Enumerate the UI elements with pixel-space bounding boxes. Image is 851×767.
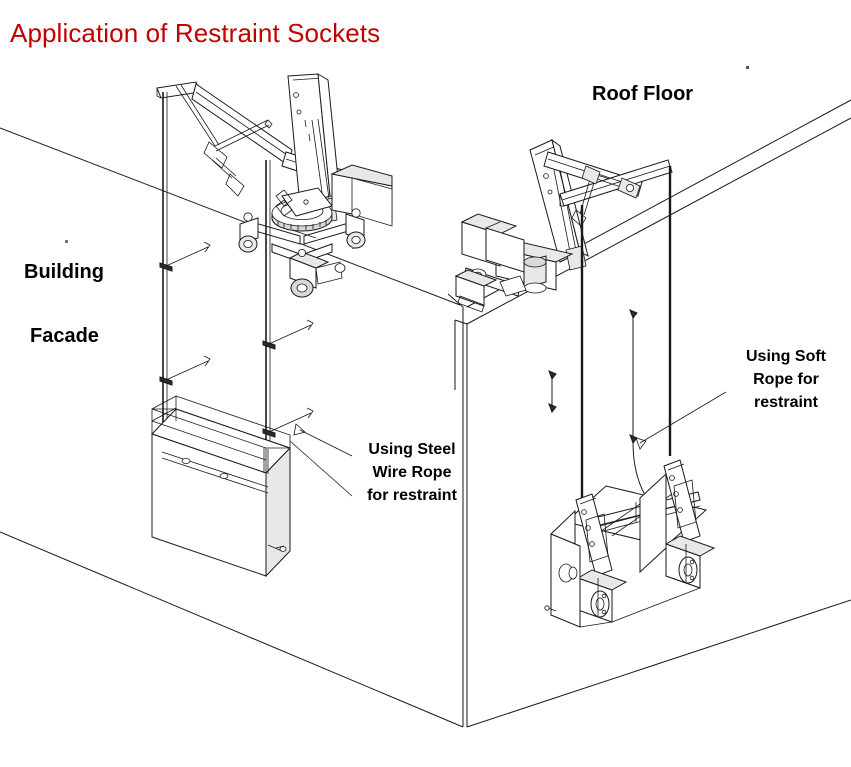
label-roof-floor: Roof Floor: [592, 83, 694, 105]
label-soft-line-3: restraint: [753, 394, 819, 412]
left-gondola-cradle: [151, 395, 291, 578]
label-facade: Facade: [30, 325, 99, 347]
left-leader-lines: [165, 241, 353, 497]
page-title: Application of Restraint Sockets: [10, 18, 381, 48]
label-soft-rope: Using Soft Rope for restraint: [730, 345, 842, 415]
right-gondola-left-hoist: [575, 493, 628, 623]
label-steel-line-3: for restraint: [367, 487, 457, 505]
right-gondola-cradle: [544, 459, 716, 628]
right-leader-line: [635, 391, 727, 450]
right-gondola-right-hoist: [663, 459, 716, 589]
right-restraint-socket-markers: [548, 370, 557, 413]
label-soft-line-2: Rope for: [753, 371, 819, 389]
scan-artifacts: [65, 66, 749, 249]
left-counterweight: [330, 164, 393, 227]
building-facade-geometry: [0, 99, 851, 728]
left-bmu-machine: [156, 73, 393, 298]
label-steel-line-1: Using Steel: [368, 441, 456, 458]
left-restraint-socket-markers: [159, 262, 276, 438]
label-steel-line-2: Wire Rope: [372, 464, 452, 482]
label-building: Building: [24, 261, 104, 283]
left-trolley-wheels: [238, 208, 366, 298]
left-tie-brace: [175, 84, 273, 197]
right-bmu-machine: [454, 138, 673, 313]
label-steel-wire-rope: Using Steel Wire Rope for restraint: [352, 438, 472, 508]
right-suspension-ropes: [580, 166, 672, 512]
right-counterweight: [460, 213, 525, 273]
left-yoke-plate: [275, 187, 333, 217]
label-soft-line-1: Using Soft: [746, 348, 826, 365]
